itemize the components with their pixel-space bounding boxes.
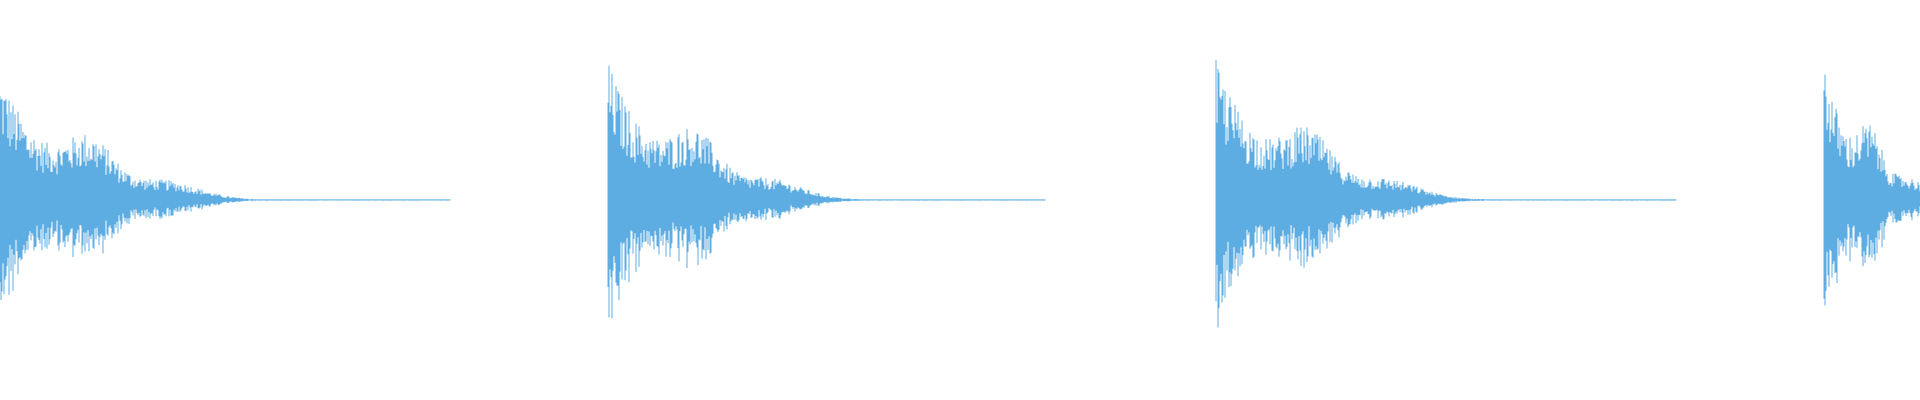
waveform-hit-4	[1823, 74, 1920, 306]
waveform-hits	[0, 60, 1920, 328]
waveform-trace	[1823, 74, 1920, 306]
waveform-hit-1	[0, 96, 451, 300]
waveform-trace	[607, 65, 1046, 319]
waveform-trace	[1215, 60, 1677, 328]
waveform-hit-3	[1215, 60, 1677, 328]
waveform-trace	[0, 96, 451, 300]
waveform-hit-2	[607, 65, 1046, 319]
